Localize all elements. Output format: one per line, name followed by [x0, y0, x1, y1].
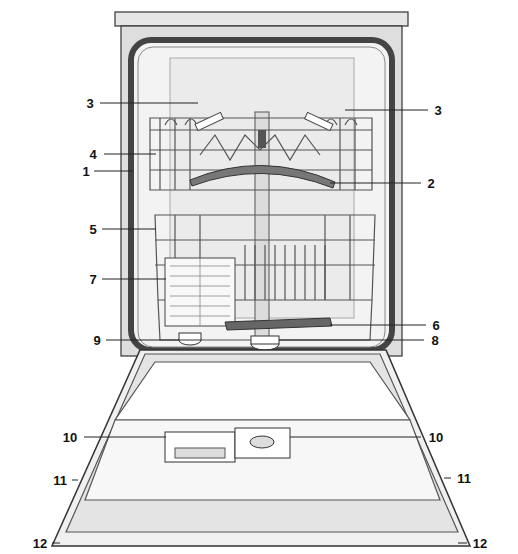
illustration-part: [150, 130, 372, 170]
illustration-part: [72, 480, 78, 481]
illustration-part: [458, 543, 467, 544]
illustration-part: [121, 26, 402, 356]
illustration-part: [85, 420, 440, 500]
illustration-part: [52, 350, 470, 546]
illustration-part: [165, 432, 235, 462]
callout-number: 3: [432, 103, 443, 118]
illustration-part: [235, 428, 290, 458]
illustration-part: [345, 110, 428, 111]
illustration-part: [290, 437, 421, 438]
illustration-part: [115, 362, 410, 420]
illustration-part: [200, 258, 201, 326]
illustration-part: [84, 437, 166, 438]
illustration-part: [190, 165, 335, 188]
illustration-part: [150, 118, 372, 190]
illustration-part: [251, 336, 279, 344]
illustration-part: [225, 318, 332, 330]
illustration-part: [195, 112, 223, 130]
illustration-part: [102, 229, 156, 230]
callout-number: 4: [87, 147, 98, 162]
illustration-part: [52, 543, 60, 544]
illustration-part: [138, 47, 385, 347]
callout-number: 11: [455, 471, 473, 486]
callout-number: 9: [91, 333, 102, 348]
illustration-part: [94, 171, 133, 172]
illustration-part: [131, 40, 392, 350]
illustration-part: [165, 258, 235, 326]
illustration-part: [330, 183, 421, 184]
callout-number: 3: [84, 96, 95, 111]
illustration-part: [279, 340, 424, 341]
illustration-part: [104, 154, 156, 155]
callout-number: 10: [427, 430, 445, 445]
illustration-part: [330, 325, 426, 326]
callout-number: 8: [429, 333, 440, 348]
illustration-part: [175, 448, 225, 458]
illustration-part: [115, 12, 408, 26]
callout-number: 10: [61, 430, 79, 445]
illustration-part: [170, 258, 230, 326]
callout-number: 11: [51, 473, 69, 488]
illustration-part: [150, 118, 372, 190]
callout-number: 5: [87, 222, 98, 237]
illustration-part: [250, 436, 274, 448]
illustration-part: [102, 279, 166, 280]
callout-number: 7: [87, 272, 98, 287]
illustration-part: [100, 103, 198, 104]
callout-number: 2: [425, 176, 436, 191]
illustration-part: [106, 340, 179, 341]
illustration-part: [66, 354, 458, 532]
callout-number: 12: [471, 536, 489, 551]
illustration-part: [52, 103, 467, 543]
illustration-part: [200, 135, 320, 160]
callout-number: 6: [430, 318, 441, 333]
illustration-part: [305, 112, 333, 130]
illustration-part: [155, 215, 375, 340]
illustration-part: [444, 478, 451, 479]
illustration-part: [179, 333, 201, 340]
illustration-part: [245, 245, 325, 300]
callout-number: 1: [80, 164, 91, 179]
callout-number: 12: [31, 536, 49, 551]
